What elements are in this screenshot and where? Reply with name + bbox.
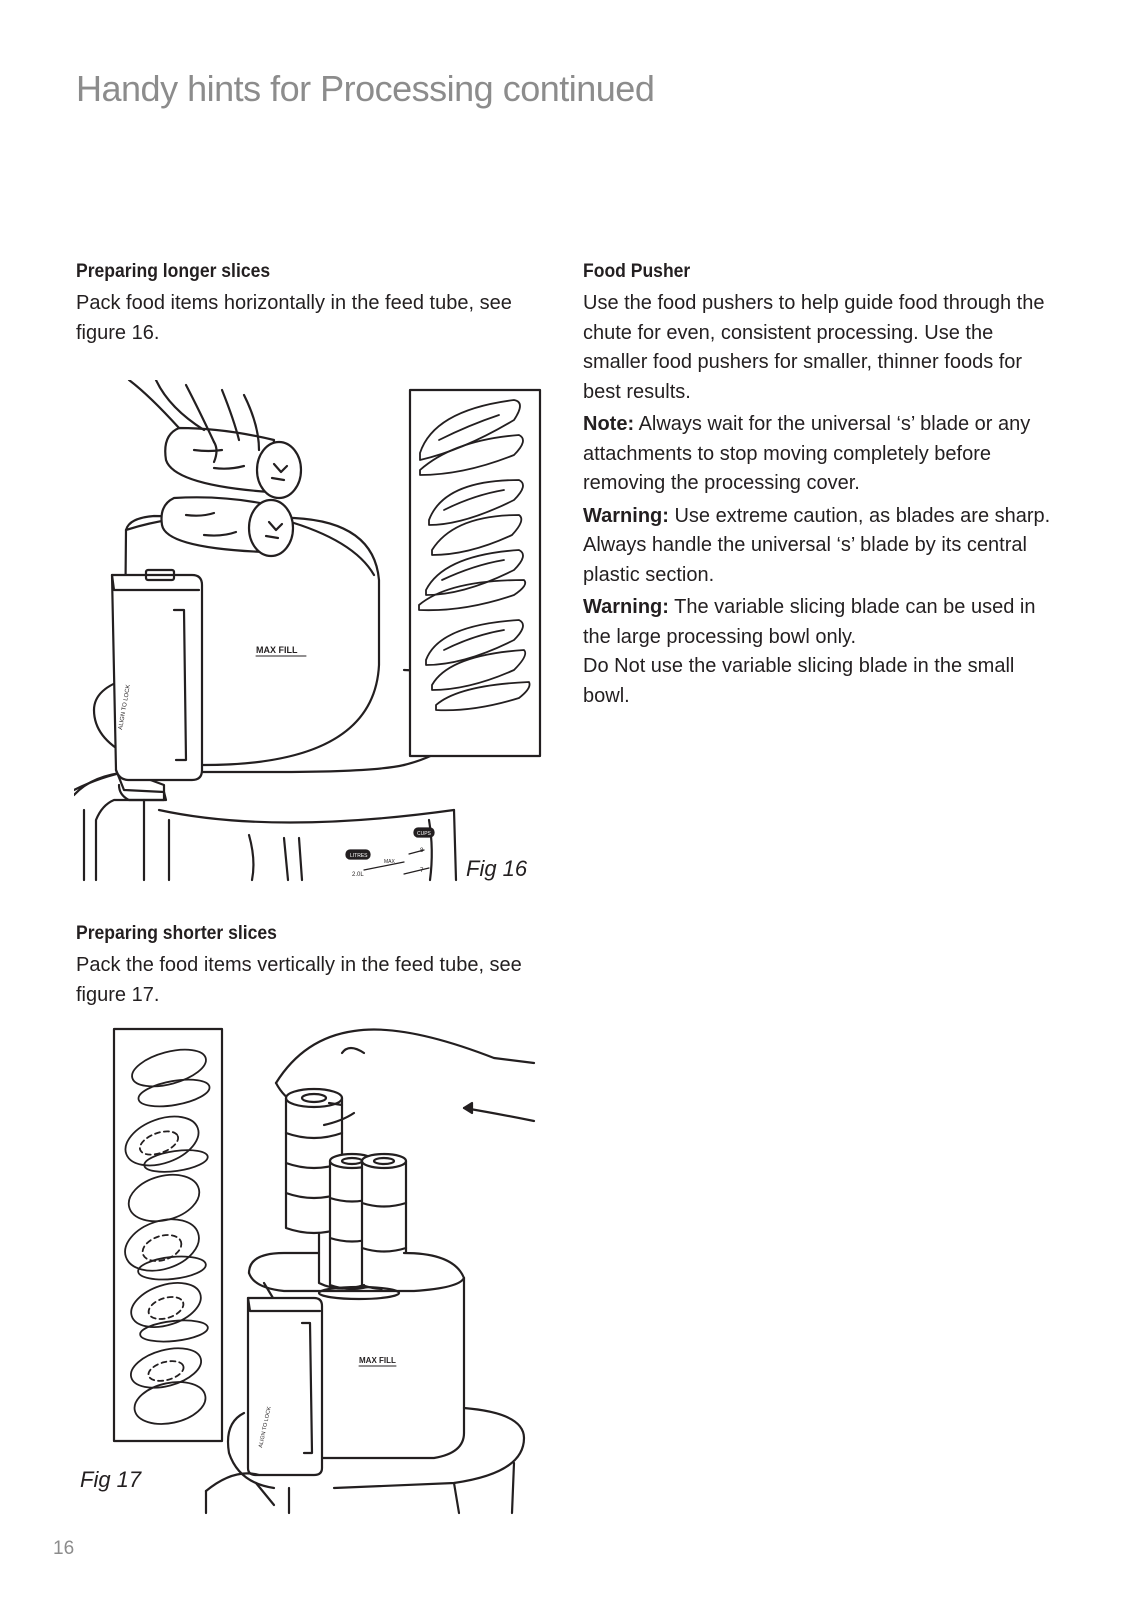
- pusher-column: [246, 1296, 324, 1477]
- max-fill-label: MAX FILL: [256, 645, 298, 655]
- figure-16: LITRES CUPS MAX 2.0L 8 7 MAX FILL ALIGN …: [74, 380, 544, 885]
- warning-paragraph-2: Warning: The variable slicing blade can …: [583, 593, 1053, 711]
- fig-17-caption: Fig 17: [80, 1467, 142, 1492]
- processing-bowl: [74, 770, 458, 882]
- hand: [274, 1028, 536, 1123]
- page-title: Handy hints for Processing continued: [76, 68, 655, 109]
- vegetable-piece-bottom: [160, 496, 295, 558]
- warning-paragraph-1: Warning: Use extreme caution, as blades …: [583, 502, 1053, 591]
- warning-label-1: Warning:: [583, 504, 669, 527]
- food-pusher-text: Use the food pushers to help guide food …: [583, 292, 1045, 403]
- warning-label-2: Warning:: [583, 596, 669, 618]
- max-label: MAX: [384, 859, 396, 865]
- page-number: 16: [53, 1538, 75, 1559]
- litres-label: LITRES: [350, 853, 368, 859]
- longer-slices-heading: Preparing longer slices: [76, 260, 271, 282]
- note-text: Always wait for the universal ‘s’ blade …: [583, 413, 1031, 494]
- left-column: Preparing longer slices Pack food items …: [76, 260, 536, 348]
- slices-inset: [408, 388, 542, 758]
- food-pusher-heading: Food Pusher: [583, 260, 691, 282]
- cup-8-label: 8: [420, 848, 424, 854]
- base-rim: [204, 1406, 526, 1515]
- pusher-column: [110, 568, 204, 802]
- left-column-lower: Preparing shorter slices Pack the food i…: [76, 922, 536, 1010]
- slices-inset: [112, 1027, 224, 1443]
- longer-slices-text: Pack food items horizontally in the feed…: [76, 292, 512, 344]
- shorter-slices-text: Pack the food items vertically in the fe…: [76, 954, 522, 1006]
- cup-7-label: 7: [420, 868, 424, 874]
- vegetable-piece-top: [164, 426, 303, 500]
- note-label: Note:: [583, 413, 635, 435]
- cups-label: CUPS: [417, 831, 432, 837]
- litre-volume-label: 2.0L: [352, 872, 364, 878]
- max-fill-label: MAX FILL: [359, 1356, 396, 1365]
- right-column: Food Pusher Use the food pushers to help…: [583, 260, 1053, 711]
- fig-16-caption: Fig 16: [466, 856, 528, 881]
- shorter-slices-heading: Preparing shorter slices: [76, 922, 277, 944]
- hand: [127, 380, 261, 464]
- feed-chute: [247, 1251, 466, 1460]
- warning-text-1: Use extreme caution, as blades are sharp…: [583, 504, 1051, 586]
- warning-text-2-extra: Do Not use the variable slicing blade in…: [583, 655, 1015, 707]
- bowl-markings: [345, 827, 435, 875]
- warning-text-2: The variable slicing blade can be used i…: [583, 596, 1036, 648]
- figure-17: MAX FILL ALIGN TO LOCK Fig 17: [74, 1013, 544, 1523]
- note-paragraph: Note: Always wait for the universal ‘s’ …: [583, 410, 1053, 499]
- stacked-pieces: [284, 1087, 408, 1291]
